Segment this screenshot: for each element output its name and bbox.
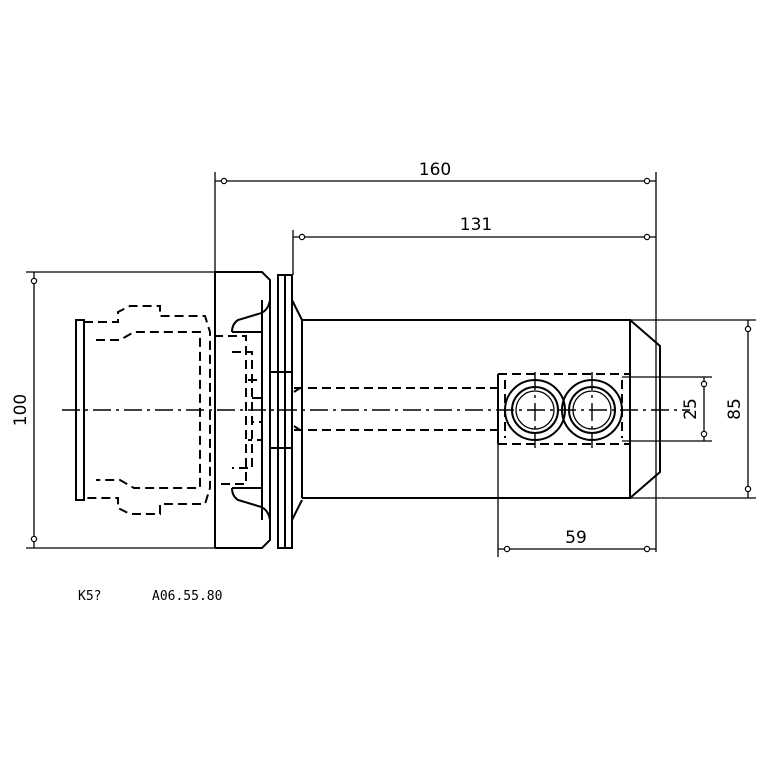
dimension-25: 25 [622, 376, 712, 442]
part-code: A06.55.80 [152, 589, 222, 604]
dimension-59: 59 [497, 444, 656, 557]
dimension-160: 160 [214, 160, 657, 552]
part-code-prefix: K5? [78, 589, 101, 604]
dimension-131: 131 [292, 215, 656, 275]
dimension-100-label: 100 [11, 394, 31, 426]
dimension-59-label: 59 [565, 528, 587, 548]
dimension-85: 85 [630, 319, 756, 499]
holder-body [293, 319, 661, 499]
dimension-131-label: 131 [460, 215, 492, 235]
dimension-160-label: 160 [419, 160, 451, 180]
dimension-25-label: 25 [681, 398, 701, 420]
dimension-100: 100 [11, 271, 215, 549]
dimension-85-label: 85 [725, 398, 745, 420]
